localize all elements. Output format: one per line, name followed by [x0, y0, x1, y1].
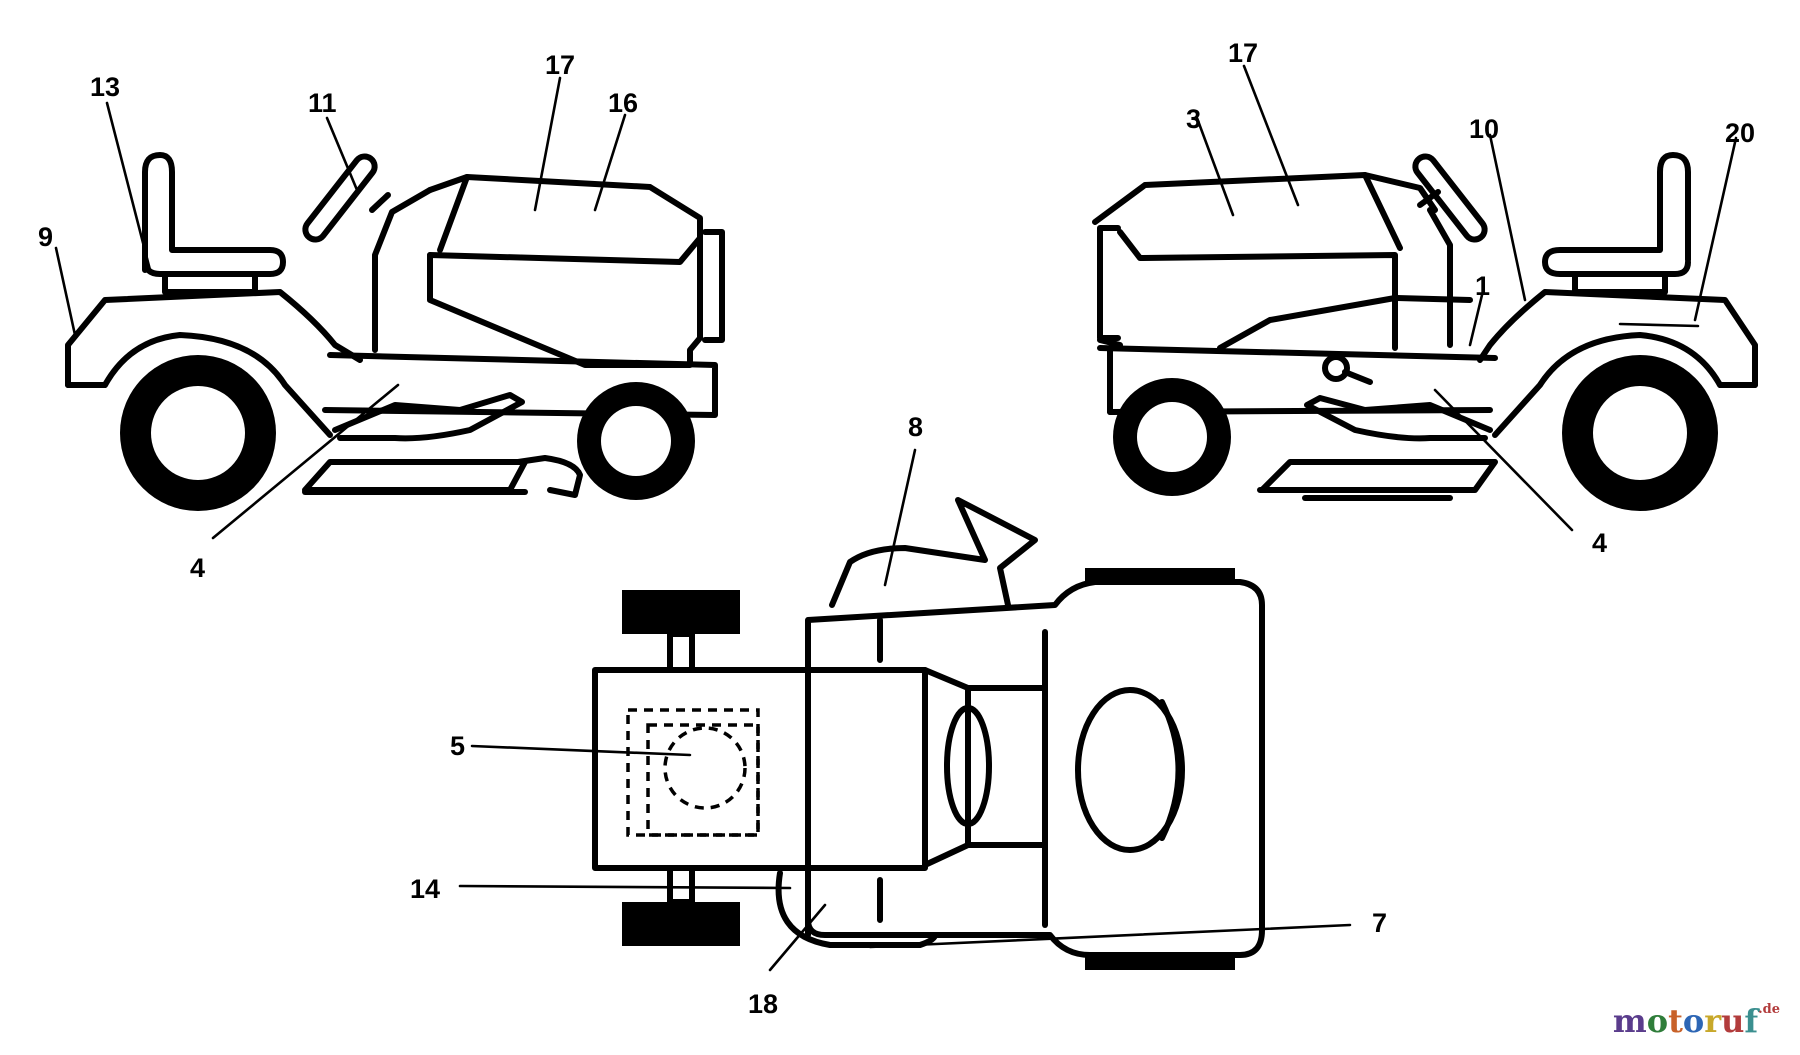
leader-5 — [470, 744, 692, 757]
callout-3: 3 — [1186, 104, 1201, 134]
leader-11 — [325, 116, 359, 192]
top-dash-panel — [922, 667, 971, 868]
leader-4-right — [1433, 388, 1574, 532]
top-deck-side — [775, 870, 938, 948]
watermark-letter: f — [1744, 1002, 1759, 1040]
callout-5: 5 — [450, 731, 465, 761]
rear-wheel-hub — [151, 386, 245, 480]
right-steering-wheel — [1412, 153, 1488, 243]
watermark-letter: o — [1646, 1002, 1669, 1040]
top-seat-box — [592, 667, 928, 871]
leader-13 — [105, 101, 152, 272]
right-seat-back — [1542, 152, 1691, 277]
right-rear-fender-arch — [1492, 332, 1758, 438]
watermark-tld: .de — [1758, 1002, 1780, 1017]
leader-17-right — [1242, 64, 1300, 207]
mower-deck — [302, 459, 528, 493]
top-rear-tire-upper — [622, 590, 740, 634]
watermark-letter: o — [1682, 1002, 1705, 1040]
top-view — [458, 448, 1352, 972]
discharge-chute — [829, 497, 1038, 608]
right-hood-edge — [1362, 172, 1403, 251]
deck-chute — [515, 455, 583, 498]
leader-10 — [1488, 133, 1527, 302]
right-side-view — [1092, 64, 1758, 532]
top-axle-lower — [667, 865, 695, 905]
right-grille — [1097, 225, 1121, 341]
callout-1: 1 — [1475, 271, 1490, 301]
leader-20-tick — [1618, 322, 1700, 328]
steering-shaft — [369, 192, 391, 213]
leader-3 — [1195, 116, 1235, 217]
right-mower-deck — [1257, 459, 1498, 493]
watermark-logo: motoruf.de — [1613, 1002, 1780, 1040]
leader-14 — [458, 884, 792, 890]
right-lever-knob — [1322, 354, 1350, 382]
watermark-letter: r — [1704, 1002, 1722, 1040]
left-side-view — [54, 76, 725, 540]
right-seat-base — [1572, 272, 1668, 295]
right-lever-arm — [1342, 369, 1373, 385]
leader-8 — [883, 448, 917, 587]
callout-7: 7 — [1372, 908, 1387, 938]
leader-1 — [1468, 293, 1484, 347]
leader-4-left — [211, 383, 400, 540]
callout-4-right: 4 — [1592, 528, 1607, 558]
callout-18: 18 — [748, 989, 778, 1019]
top-rear-tire-lower — [622, 902, 740, 946]
top-axle-upper — [667, 631, 695, 673]
callout-8: 8 — [908, 412, 923, 442]
top-frame — [805, 579, 1265, 958]
callout-14: 14 — [410, 874, 440, 904]
leader-20 — [1693, 136, 1738, 322]
top-dashed-circle — [663, 726, 747, 810]
right-rear-fender — [1477, 289, 1758, 388]
leader-18 — [768, 903, 827, 972]
right-dash — [1427, 207, 1453, 348]
footrest — [332, 392, 525, 442]
seat-base — [162, 272, 258, 295]
right-rear-wheel-hub — [1593, 386, 1687, 480]
top-dashed-area — [626, 708, 760, 837]
callout-13: 13 — [90, 72, 120, 102]
top-dashed-inner — [646, 723, 760, 837]
dash-column — [372, 187, 433, 353]
watermark-letter: t — [1668, 1002, 1683, 1040]
callout-4-left: 4 — [190, 553, 205, 583]
callout-10: 10 — [1469, 114, 1499, 144]
rear-fender — [65, 289, 363, 388]
top-hood-oval — [1075, 687, 1185, 853]
grille — [702, 229, 725, 343]
chassis — [322, 352, 718, 418]
callout-17-right: 17 — [1228, 38, 1258, 68]
right-footrest — [1304, 395, 1493, 442]
hood-side — [427, 235, 703, 265]
leader-7 — [868, 923, 1352, 949]
front-wheel-hub — [601, 406, 671, 476]
hood-edge — [437, 174, 470, 253]
callout-11: 11 — [308, 88, 337, 118]
watermark-letter: m — [1612, 1002, 1647, 1040]
leader-17-left — [533, 76, 562, 212]
top-hood-neck — [965, 685, 1048, 848]
watermark-letter: u — [1721, 1002, 1745, 1040]
callouts: 1 3 4 4 5 7 8 9 10 11 13 14 16 17 17 18 … — [38, 38, 1755, 1019]
top-steering-wheel — [944, 705, 992, 827]
callout-17-left: 17 — [545, 50, 575, 80]
callout-9: 9 — [38, 222, 53, 252]
callout-16: 16 — [608, 88, 638, 118]
right-front-wheel-hub — [1137, 402, 1207, 472]
top-hood-oval-inner — [1159, 699, 1182, 841]
leader-9 — [54, 246, 77, 337]
seat-back — [142, 152, 286, 277]
callout-20: 20 — [1725, 118, 1755, 148]
leader-16 — [593, 113, 627, 212]
right-hood-side — [1117, 229, 1398, 351]
steering-wheel — [302, 153, 378, 243]
hood — [427, 174, 703, 368]
rear-fender-arch — [65, 332, 333, 438]
right-hood-lower — [1097, 295, 1473, 351]
